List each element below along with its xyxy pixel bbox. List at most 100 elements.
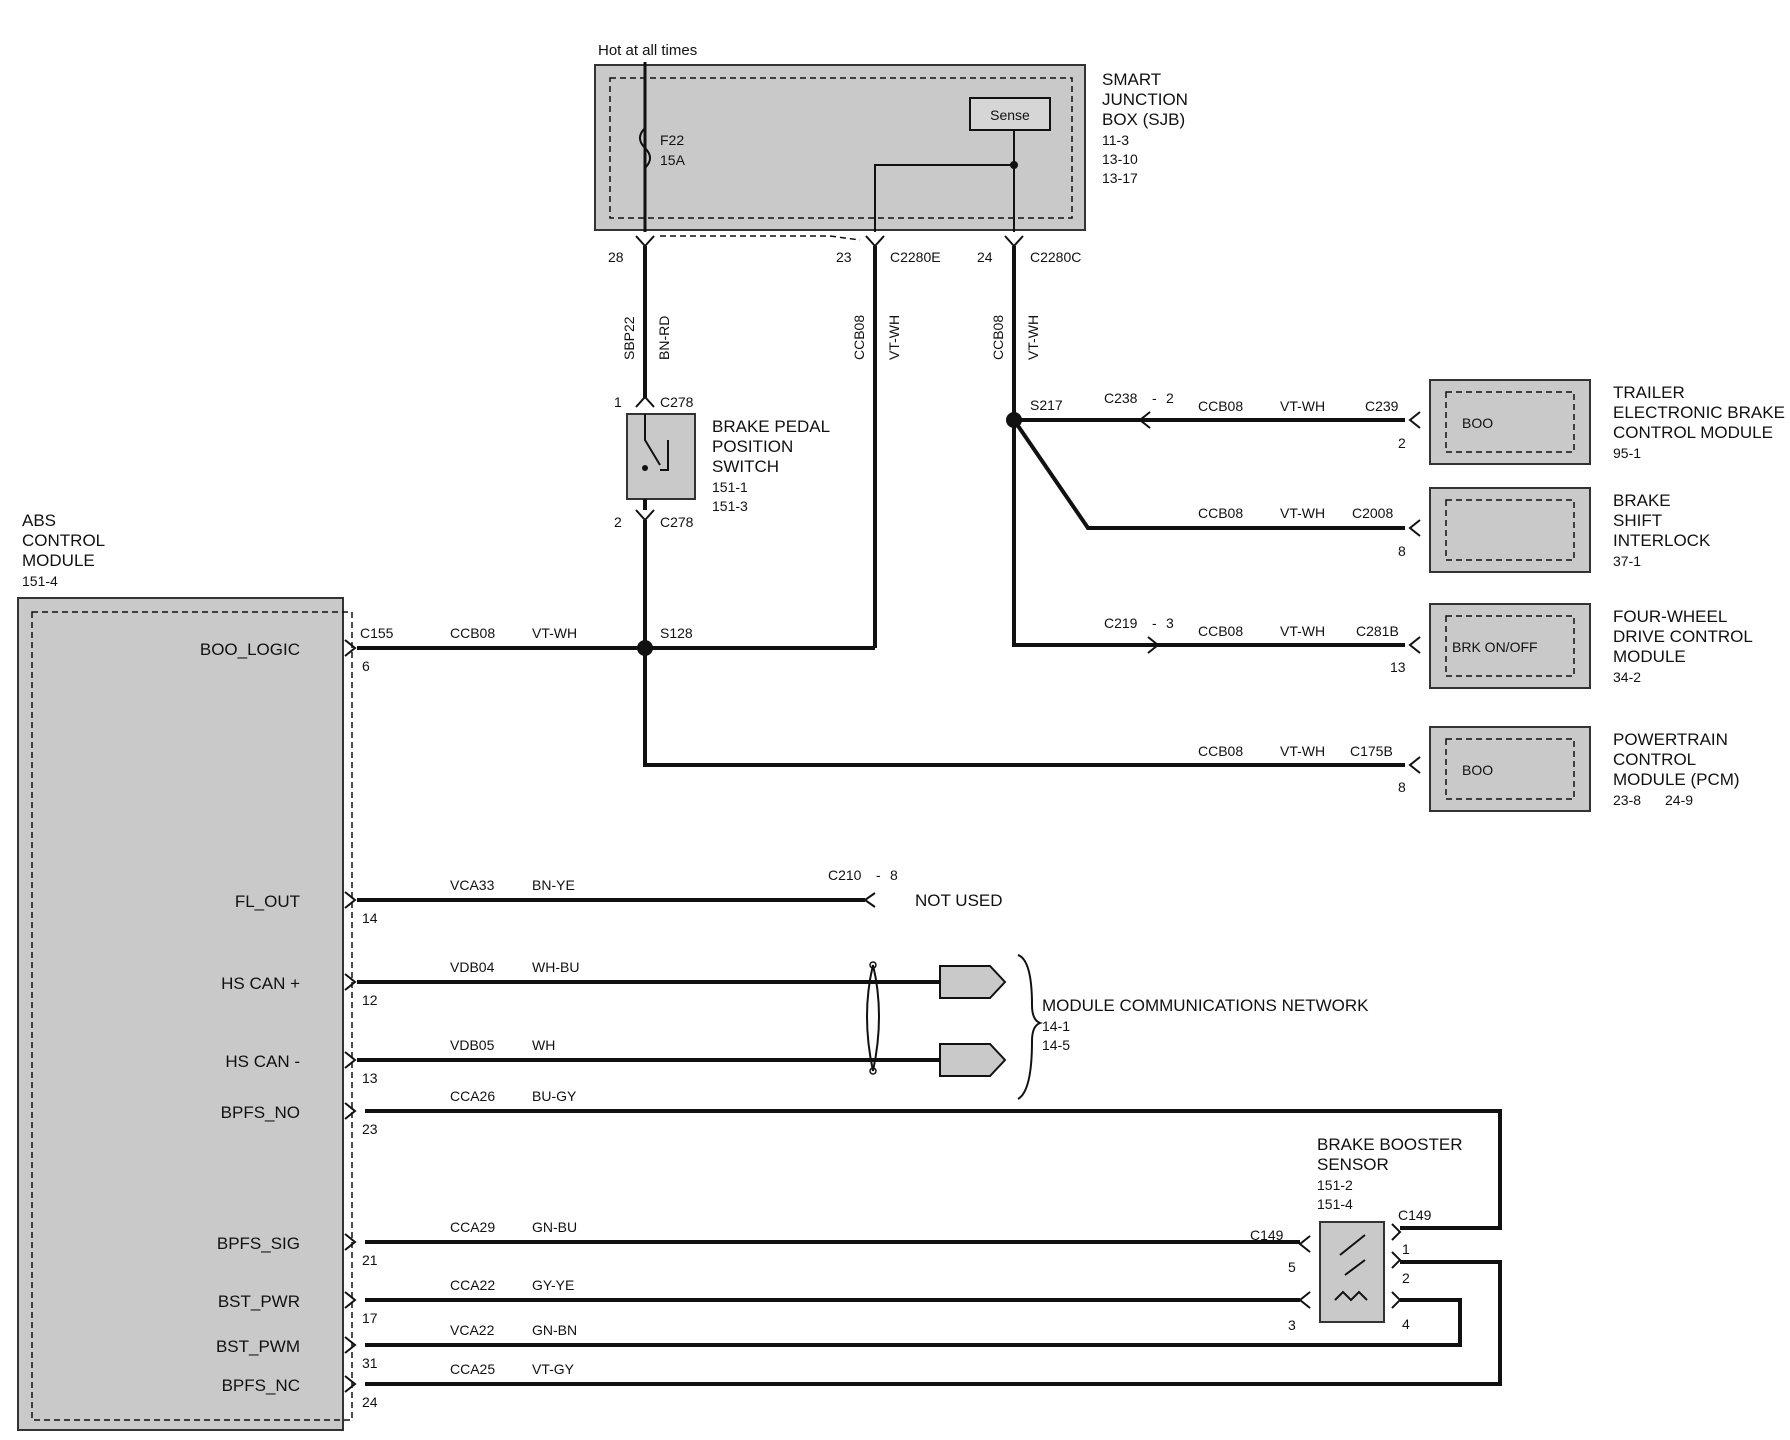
svg-text:23-8: 23-8 [1613,792,1641,808]
switch-name-3: SWITCH [712,457,779,476]
svg-text:13: 13 [1390,659,1406,675]
booster-name-2: SENSOR [1317,1155,1389,1174]
wire-label-ccb08-b: CCB08 [990,315,1006,360]
module-pcm: CCB08 VT-WH C175B 8 BOO POWERTRAIN CONTR… [1198,726,1740,812]
switch-contact-icon [644,414,669,471]
sjb-box [594,64,1086,231]
abs-signal-label: BPFS_NO [221,1103,300,1122]
abs-pin-connector [344,1291,357,1309]
svg-text:POWERTRAIN: POWERTRAIN [1613,730,1728,749]
abs-pin-connector [344,639,357,657]
svg-text:37-1: 37-1 [1613,553,1641,569]
module-four-wheel-drive: C219 - 3 CCB08 VT-WH C281B 13 BRK ON/OFF… [1104,603,1753,689]
brake-switch-connector-bottom: 2 C278 [614,509,694,530]
sjb-inner-outline [609,77,1073,219]
abs-pin-connector [344,1233,357,1251]
svg-text:2: 2 [614,514,622,530]
booster-ref-1: 151-2 [1317,1177,1353,1193]
switch-name-1: BRAKE PEDAL [712,417,830,436]
fuse-icon [639,127,651,169]
abs-pin-connector [344,1051,357,1069]
abs-pin-number: 13 [362,1070,378,1086]
abs-connector-c155: C155 [360,625,394,641]
wire-label-bn-rd: BN-RD [656,316,672,360]
svg-text:BOO: BOO [1462,415,1493,431]
svg-text:ELECTRONIC BRAKE: ELECTRONIC BRAKE [1613,403,1785,422]
abs-signal-label: BPFS_NC [222,1376,300,1395]
svg-text:CCB08: CCB08 [1198,505,1243,521]
sjb-name-2: JUNCTION [1102,90,1188,109]
svg-text:CONTROL MODULE: CONTROL MODULE [1613,423,1773,442]
network-connector-plus [939,965,1007,999]
fuse-rating: 15A [660,152,686,168]
abs-pin-number: 31 [362,1355,378,1371]
svg-text:95-1: 95-1 [1613,445,1641,461]
svg-text:MODULE (PCM): MODULE (PCM) [1613,770,1740,789]
abs-pin-number: 6 [362,658,370,674]
abs-pin-number: 14 [362,910,378,926]
abs-signal-label: HS CAN - [225,1052,300,1071]
svg-text:SHIFT: SHIFT [1613,511,1662,530]
abs-name-3: MODULE [22,551,95,570]
sjb-connector-23: 23 C2280E [836,235,941,265]
svg-text:FOUR-WHEEL: FOUR-WHEEL [1613,607,1727,626]
svg-text:VT-WH: VT-WH [1280,743,1325,759]
abs-name-2: CONTROL [22,531,105,550]
abs-pin-connector [344,973,357,991]
abs-pin-number: 23 [362,1121,378,1137]
abs-pin-connector [344,891,357,909]
svg-text:C2008: C2008 [1352,505,1393,521]
sjb-connector-28: 28 [608,235,655,265]
wire-color-label: WH [532,1037,555,1053]
twisted-pair-icon [866,964,880,1072]
svg-text:DRIVE CONTROL: DRIVE CONTROL [1613,627,1753,646]
wire-label-ccb08-a: CCB08 [851,315,867,360]
abs-signal-hs-can-: HS CAN - 13 VDB05 WH [225,1037,940,1086]
abs-pin-number: 24 [362,1394,378,1410]
svg-text:2: 2 [1398,435,1406,451]
svg-text:C281B: C281B [1356,623,1399,639]
svg-text:-: - [1152,390,1157,406]
svg-text:MODULE: MODULE [1613,647,1686,666]
svg-text:CCB08: CCB08 [1198,398,1243,414]
svg-text:C239: C239 [1365,398,1399,414]
svg-text:C219: C219 [1104,615,1138,631]
not-used-label: NOT USED [915,891,1003,910]
sjb-connector-24: 24 C2280C [977,235,1081,265]
svg-text:C238: C238 [1104,390,1138,406]
svg-text:8: 8 [1398,543,1406,559]
wire-color-label: VT-GY [532,1361,575,1377]
booster-name-1: BRAKE BOOSTER [1317,1135,1462,1154]
svg-text:C278: C278 [660,394,694,410]
booster-pin-3: 3 [1288,1317,1296,1333]
svg-text:24: 24 [977,249,993,265]
brake-pedal-switch [626,413,696,500]
svg-text:23: 23 [836,249,852,265]
booster-connector-left: C149 [1250,1227,1284,1243]
abs-pin-number: 12 [362,992,378,1008]
abs-signal-label: BOO_LOGIC [200,640,300,659]
booster-internal-icon [1334,1234,1368,1302]
svg-text:C278: C278 [660,514,694,530]
svg-text:34-2: 34-2 [1613,669,1641,685]
wire-circuit-label: CCB08 [450,625,495,641]
wire-label-vtwh-a: VT-WH [886,315,902,360]
fuse-id: F22 [660,132,684,148]
wire-circuit-label: VDB05 [450,1037,495,1053]
abs-pin-number: 21 [362,1252,378,1268]
svg-text:INTERLOCK: INTERLOCK [1613,531,1711,550]
wire-color-label: GN-BN [532,1322,577,1338]
sense-label: Sense [990,107,1030,123]
svg-text:3: 3 [1166,615,1174,631]
abs-ref: 151-4 [22,573,58,589]
svg-text:CCB08: CCB08 [1198,743,1243,759]
svg-text:-: - [876,867,881,883]
wire-label-sbp22: SBP22 [621,316,637,360]
